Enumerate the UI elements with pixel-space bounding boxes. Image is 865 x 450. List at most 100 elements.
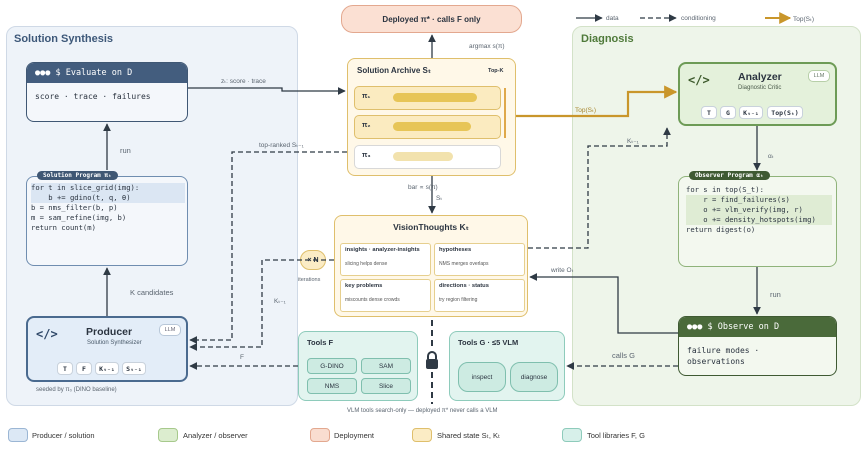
visionthoughts-box: VisionThoughts Kₜ insights · analyzer-in…	[334, 215, 528, 317]
legend-data-label: data	[606, 15, 619, 22]
legend-label: Producer / solution	[32, 431, 95, 440]
edge-label: Top(Sₜ)	[575, 107, 597, 114]
thought-cell: directions · status try region filtering	[434, 279, 525, 312]
archive-topk: Top-K	[488, 68, 504, 74]
code-line: return digest(o)	[686, 225, 756, 234]
thought-head: insights · analyzer-insights	[345, 247, 420, 253]
solution-program-code: for t in slice_grid(img): b += gdino(t, …	[31, 183, 185, 233]
thought-body: try region filtering	[439, 297, 478, 303]
solution-synthesis-title: Solution Synthesis	[14, 33, 114, 45]
solution-program-tag: Solution Program πₜ	[37, 171, 118, 180]
analyzer-box: </> Analyzer Diagnostic Critic LLM T G K…	[678, 62, 837, 126]
observe-title: ●●● $ Observe on D	[687, 322, 780, 332]
edge-label: argmax s(π)	[469, 43, 505, 50]
archive-score-bar	[393, 122, 471, 131]
edge-label: F	[240, 354, 244, 361]
legend-swatch	[412, 428, 432, 442]
visionthoughts-title: VisionThoughts Kₜ	[393, 222, 469, 232]
tools-f-title: Tools F	[307, 338, 334, 347]
observer-program-box: for s in top(S_t): r = find_failures(s) …	[678, 176, 837, 267]
tool-chip: SAM	[361, 358, 411, 374]
thought-body: slicing helps dense	[345, 261, 388, 267]
edge-label: top-ranked Sₜ₋₁	[259, 142, 304, 149]
thought-cell: insights · analyzer-insights slicing hel…	[340, 243, 431, 276]
code-line: return count(m)	[31, 223, 96, 232]
chip: T	[701, 106, 717, 119]
legend-label: Analyzer / observer	[183, 431, 248, 440]
chip: Sₜ₋₁	[122, 362, 146, 375]
archive-row: π₂	[354, 115, 501, 139]
thought-head: hypotheses	[439, 247, 472, 253]
deployed-box: Deployed π* · calls F only	[341, 5, 522, 33]
chip: F	[76, 362, 92, 375]
code-line: b = nms_filter(b, p)	[31, 203, 118, 212]
observe-box: ●●● $ Observe on D failure modes · obser…	[678, 316, 837, 376]
top-st-arrow	[516, 85, 678, 118]
archive-row: π₃	[354, 145, 501, 169]
topk-bracket	[504, 88, 506, 138]
code-line: for s in top(S_t):	[686, 185, 764, 194]
iterations-sub: iterations	[298, 277, 321, 283]
producer-title: Producer	[86, 326, 133, 338]
chip: T	[57, 362, 73, 375]
edge-label: write Oₜ	[551, 267, 574, 274]
llm-badge: LLM	[808, 70, 830, 82]
code-icon: </>	[36, 327, 58, 341]
tools-g-box: Tools G · ≤5 VLM inspect diagnose	[449, 331, 565, 401]
evaluate-title: ●●● $ Evaluate on D	[35, 68, 133, 78]
thought-body: NMS merges overlaps	[439, 261, 489, 267]
edge-label: αₜ	[768, 153, 774, 160]
chip: G	[720, 106, 736, 119]
producer-box: </> Producer Solution Synthesizer LLM T …	[26, 316, 188, 382]
observe-body-line: failure modes ·	[687, 346, 760, 355]
archive-score-bar	[393, 93, 477, 102]
legend-label: Shared state Sₜ, Kₜ	[437, 431, 501, 440]
tool-chip: diagnose	[510, 362, 558, 392]
z-arrow	[188, 87, 346, 95]
edge-label: Kₜ₋₁	[274, 298, 286, 305]
archive-row-label: π₂	[362, 122, 371, 129]
producer-seed: seeded by π₀ (DINO baseline)	[36, 387, 117, 393]
chip: Kₜ₋₁	[95, 362, 119, 375]
tool-chip: NMS	[307, 378, 357, 394]
tool-chip: Slice	[361, 378, 411, 394]
legend-label: Tool libraries F, G	[587, 431, 645, 440]
legend-label: Deployment	[334, 431, 375, 440]
legend-conditioning-label: conditioning	[681, 15, 716, 22]
legend-swatch	[310, 428, 330, 442]
llm-badge: LLM	[159, 324, 181, 336]
edge-label: Sₜ	[436, 195, 443, 202]
k-left-arrow	[189, 259, 334, 351]
archive-title: Solution Archive Sₜ	[357, 66, 431, 75]
edge-label: Kₜ₋₁	[627, 138, 639, 145]
code-icon: </>	[688, 73, 710, 87]
thought-head: key problems	[345, 283, 383, 289]
archive-row-label: π₃	[362, 152, 371, 159]
code-line: m = sam_refine(img, b)	[31, 213, 127, 222]
edge-label: K candidates	[130, 288, 174, 297]
observe-header: ●●● $ Observe on D	[679, 317, 836, 337]
deployed-title: Deployed π* · calls F only	[382, 14, 481, 24]
tools-g-title: Tools G · ≤5 VLM	[458, 338, 519, 347]
edge-label: calls G	[612, 351, 635, 360]
code-line: o += vlm_verify(img, r)	[686, 205, 832, 215]
archive-row: π₁	[354, 86, 501, 110]
legend-swatch	[158, 428, 178, 442]
observer-program-tag: Observer Program αₜ	[689, 171, 770, 180]
edge-label: zₜ: score · trace	[221, 78, 266, 85]
producer-subtitle: Solution Synthesizer	[87, 340, 142, 346]
tools-f-box: Tools F G-DINO SAM NMS Slice	[298, 331, 418, 401]
evaluate-header: ●●● $ Evaluate on D	[27, 63, 187, 83]
observer-program-code: for s in top(S_t): r = find_failures(s) …	[686, 185, 832, 235]
analyzer-title: Analyzer	[738, 71, 782, 83]
chip: Top(Sₜ)	[767, 106, 803, 119]
evaluate-box: ●●● $ Evaluate on D score · trace · fail…	[26, 62, 188, 122]
diagnosis-title: Diagnosis	[581, 33, 634, 45]
vlm-note: VLM tools search-only — deployed π* neve…	[347, 408, 498, 414]
edge-label: run	[120, 146, 131, 155]
solution-archive-box: Solution Archive Sₜ Top-K π₁ π₂ π₃	[347, 58, 516, 176]
tool-chip: inspect	[458, 362, 506, 392]
code-line: for t in slice_grid(img):	[31, 183, 185, 193]
tool-chip: G-DINO	[307, 358, 357, 374]
